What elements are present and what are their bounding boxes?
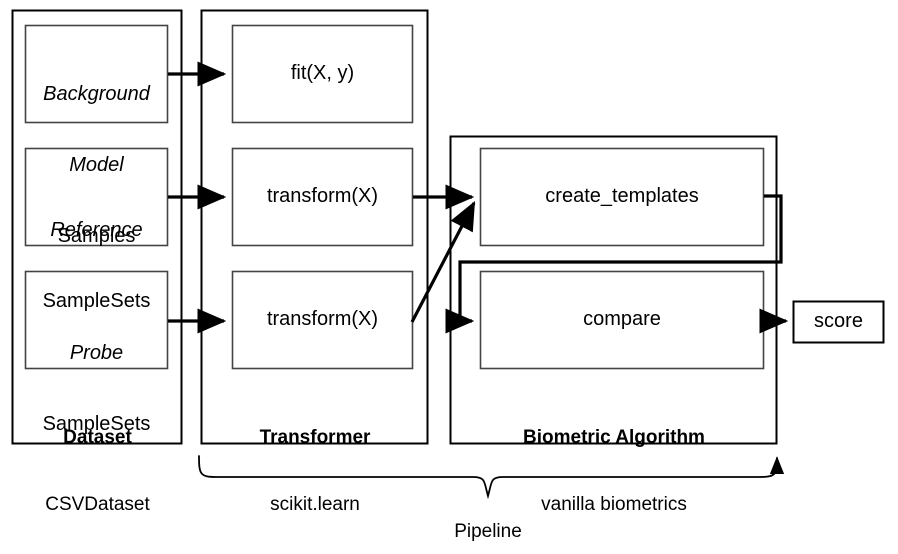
probe-samplesets-line2: SampleSets: [42, 412, 151, 435]
fit-block[interactable]: [232, 25, 413, 123]
transformer-caption: Transformer scikit.learn: [202, 382, 428, 554]
create-templates-block[interactable]: [480, 148, 764, 246]
pipeline-brace-label: Pipeline: [454, 521, 522, 542]
edge-transform-probe-to-create-templates: [410, 201, 476, 323]
dataset-caption-subtitle: CSVDataset: [45, 494, 150, 516]
transform-probe-block[interactable]: [232, 271, 413, 369]
probe-samplesets-block[interactable]: [25, 271, 168, 369]
transformer-caption-title: Transformer: [259, 426, 371, 448]
transformer-caption-subtitle: scikit.learn: [270, 494, 360, 516]
biometric-algorithm-caption-title: Biometric Algorithm: [523, 426, 705, 448]
transform-reference-block[interactable]: [232, 148, 413, 246]
biometric-algorithm-caption-subtitle: vanilla biometrics: [541, 494, 687, 516]
dataset-caption: Dataset CSVDataset: [13, 382, 182, 554]
reference-samplesets-block[interactable]: [25, 148, 168, 246]
score-block[interactable]: [793, 301, 884, 343]
compare-block[interactable]: [480, 271, 764, 369]
background-model-samples-block[interactable]: [25, 25, 168, 123]
pipeline-brace: [198, 455, 785, 500]
dataset-caption-title: Dataset: [63, 426, 132, 448]
biometric-algorithm-caption: Biometric Algorithm vanilla biometrics: [451, 382, 777, 554]
